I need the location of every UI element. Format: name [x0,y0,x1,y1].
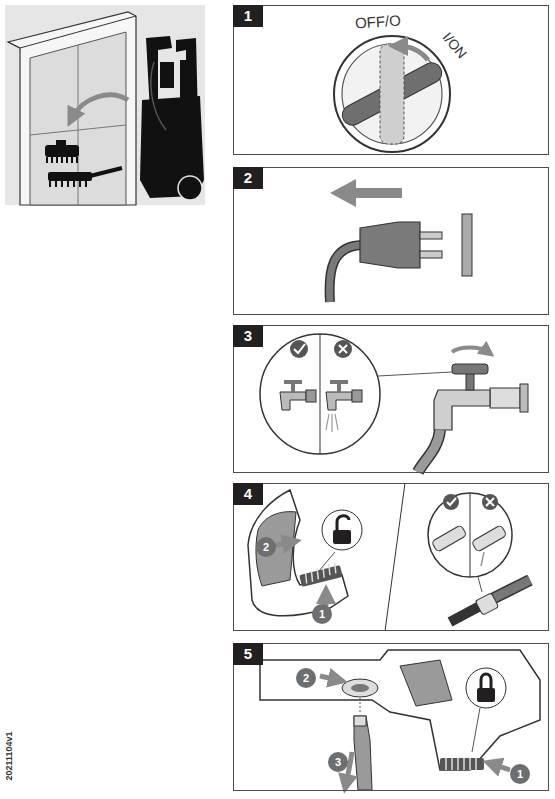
callout-number: 1 [312,604,332,624]
step-number: 1 [233,5,263,27]
step-panel: 3 [233,325,549,473]
step-number: 5 [233,643,263,665]
step-panel: 5 [233,643,549,791]
tap-illustration [260,334,528,472]
switch-dial [334,36,450,152]
step-number: 2 [233,167,263,189]
dial-label: I/ON [439,30,469,62]
step-number: 4 [233,483,263,505]
step-panel: 2 [233,167,549,315]
callout-number: 3 [328,752,348,772]
dial-label: OFF/O [355,12,402,32]
callout-number: 2 [296,668,316,688]
gun-unlock-illustration [248,483,530,631]
callout-number: 1 [510,764,530,784]
callout-number: 2 [256,537,276,557]
step-number: 3 [233,325,263,347]
unplug-illustration [330,179,472,302]
storage-scene [5,5,205,205]
lance-attach-illustration [260,650,540,790]
document-code: 20211104v1 [5,731,15,780]
step-panel: 4 [233,483,549,631]
